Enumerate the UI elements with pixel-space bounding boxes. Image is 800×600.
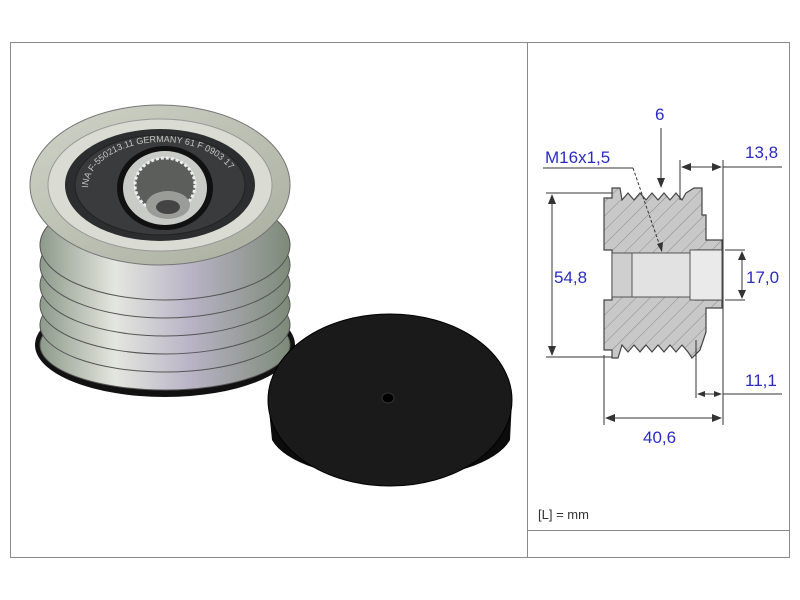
dim-thread: M16x1,5 [545, 148, 610, 167]
dim-offset: 11,1 [745, 371, 777, 390]
dim-groove-count: 6 [655, 105, 664, 124]
cap-photo [267, 313, 513, 487]
section-drawing: 6 M16x1,5 13,8 54,8 17,0 11,1 40,6 [543, 105, 782, 447]
dim-outer-diameter: 54,8 [554, 268, 587, 287]
frame [10, 42, 790, 558]
dim-bore-diameter: 17,0 [746, 268, 779, 287]
pulley-photo: INA F-550213.11 GERMANY 61 F 0903 17 [29, 104, 295, 397]
unit-note: [L] = mm [538, 507, 589, 522]
dim-hub-length: 13,8 [745, 143, 778, 162]
dim-total-length: 40,6 [643, 428, 676, 447]
